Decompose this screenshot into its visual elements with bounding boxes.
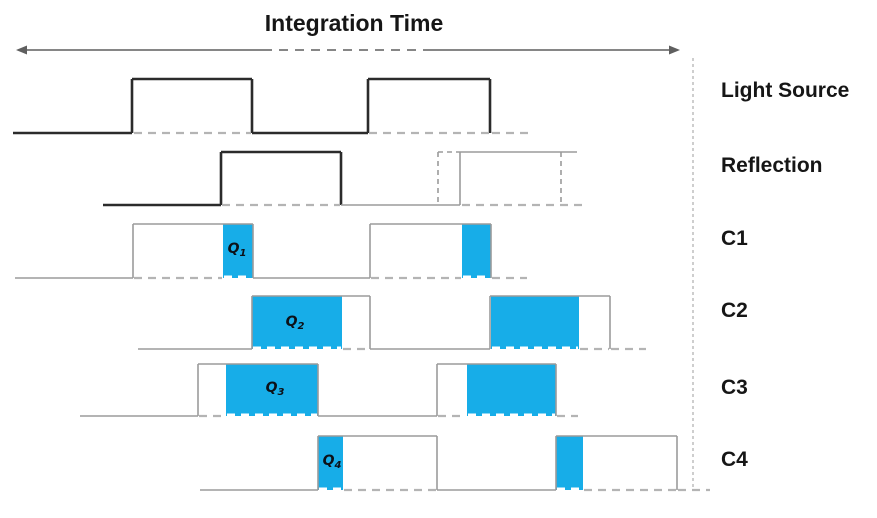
q1-subscript: 1: [239, 248, 247, 260]
q3-symbol: Q: [265, 380, 278, 397]
q4-subscript: 4: [334, 460, 342, 472]
c3-charge-fill: [467, 364, 556, 416]
label-reflection: Reflection: [721, 154, 823, 177]
c4-charge-fill: [318, 436, 343, 490]
arrowhead-left-icon: [16, 45, 27, 55]
q2-symbol: Q: [285, 314, 298, 331]
c4-charge-fill: [556, 436, 583, 490]
q1-label: Q1: [228, 241, 247, 259]
q1-symbol: Q: [227, 241, 240, 258]
label-c2: C2: [721, 299, 748, 322]
c2-charge-fill: [252, 296, 342, 349]
label-light-source: Light Source: [721, 79, 850, 102]
q4-symbol: Q: [322, 453, 335, 470]
q3-subscript: 3: [277, 387, 285, 399]
c1-charge-fill: [462, 224, 491, 278]
c1-charge-fill: [223, 224, 253, 278]
c2-charge-fill: [491, 296, 579, 349]
q3-label: Q3: [266, 380, 285, 398]
q2-subscript: 2: [297, 321, 305, 333]
q4-label: Q4: [323, 453, 342, 471]
label-c3: C3: [721, 376, 748, 399]
q2-label: Q2: [286, 314, 305, 332]
arrowhead-right-icon: [669, 45, 680, 55]
label-c1: C1: [721, 227, 748, 250]
c3-charge-fill: [226, 364, 318, 416]
label-c4: C4: [721, 448, 748, 471]
integration-time-label: Integration Time: [264, 10, 444, 36]
